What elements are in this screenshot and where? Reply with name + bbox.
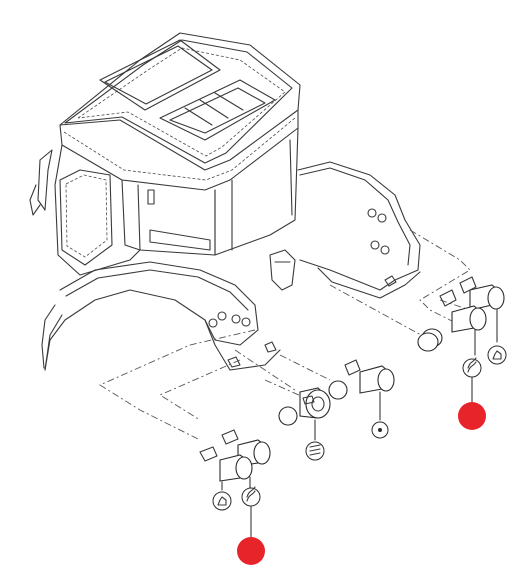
cab-roof: [59, 32, 301, 191]
right-parts-group: [417, 276, 505, 356]
center-parts-group: [278, 359, 395, 441]
spring-symbol-center: [305, 441, 325, 461]
dot-icon: [378, 428, 382, 432]
left-parts-group: [199, 429, 271, 491]
dot-symbol-center: [371, 421, 389, 439]
oil-can-symbol-left: [212, 491, 232, 511]
callout-left[interactable]: [237, 537, 265, 565]
callout-right[interactable]: [458, 402, 486, 430]
hydraulic-symbol-left: [241, 486, 261, 507]
cab-body: [29, 127, 299, 276]
oil-can-symbol-right: [487, 345, 507, 365]
hydraulic-symbol-right: [462, 357, 482, 378]
left-fender: [41, 261, 281, 371]
right-fender: [269, 161, 421, 299]
